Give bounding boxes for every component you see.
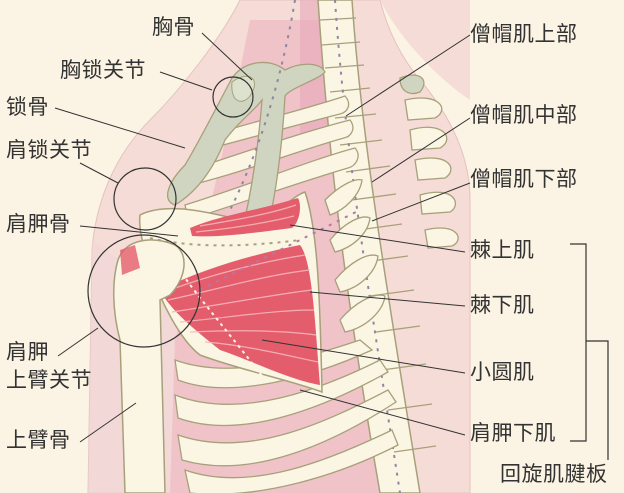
label-trapezius-middle: 僧帽肌中部 [470,103,578,127]
label-teres-minor: 小圆肌 [470,360,535,384]
label-scapula: 肩胛骨 [6,212,71,236]
label-glenohumeral-joint-line1: 肩胛 [6,340,49,364]
label-sternoclavicular-joint: 胸锁关节 [60,58,146,82]
label-acromioclavicular-joint: 肩锁关节 [6,138,92,162]
label-supraspinatus: 棘上肌 [470,238,535,262]
label-glenohumeral-joint-line2: 上臂关节 [6,368,92,392]
label-trapezius-lower: 僧帽肌下部 [470,167,578,191]
label-sternum: 胸骨 [152,15,195,39]
label-rotator-cuff: 回旋肌腱板 [500,462,608,486]
label-trapezius-upper: 僧帽肌上部 [470,22,578,46]
label-clavicle: 锁骨 [6,95,49,119]
label-infraspinatus: 棘下肌 [470,293,535,317]
label-humerus: 上臂骨 [6,428,71,452]
label-subscapularis: 肩胛下肌 [470,421,556,445]
